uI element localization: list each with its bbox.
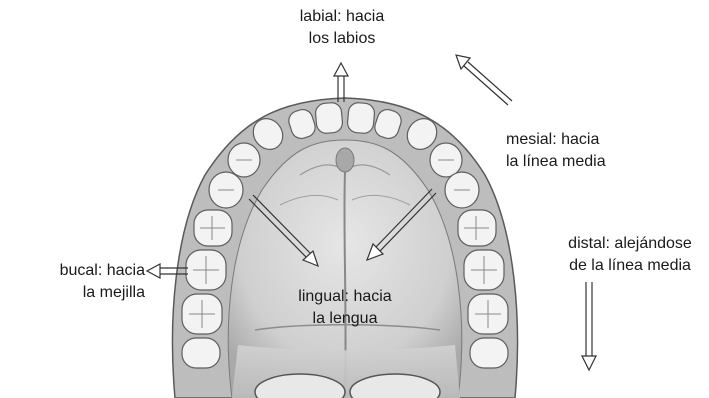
label-mesial-line1: mesial: hacia	[506, 129, 606, 151]
label-mesial-line2: la línea media	[506, 151, 606, 173]
incisive-papilla	[336, 148, 354, 172]
label-distal-line2: de la línea media	[552, 255, 708, 277]
label-labial-line1: labial: hacia	[297, 6, 387, 28]
tooth	[315, 102, 344, 134]
tooth	[347, 102, 376, 134]
label-labial: labial: hacia los labios	[297, 6, 387, 50]
label-lingual-line2: la lengua	[290, 308, 400, 330]
label-bucal: bucal: hacia la mejilla	[4, 260, 145, 304]
distal-arrow	[582, 282, 596, 370]
label-distal: distal: alejándose de la línea media	[552, 233, 708, 277]
label-labial-line2: los labios	[297, 28, 387, 50]
label-bucal-line1: bucal: hacia	[4, 260, 145, 282]
tooth	[470, 338, 508, 368]
label-bucal-line2: la mejilla	[4, 282, 145, 304]
label-distal-line1: distal: alejándose	[552, 233, 708, 255]
tooth	[182, 338, 220, 368]
labial-arrow	[334, 63, 348, 102]
mesial-arrow	[456, 55, 512, 105]
label-mesial: mesial: hacia la línea media	[506, 129, 606, 173]
label-lingual-line1: lingual: hacia	[290, 286, 400, 308]
label-lingual: lingual: hacia la lengua	[290, 286, 400, 330]
